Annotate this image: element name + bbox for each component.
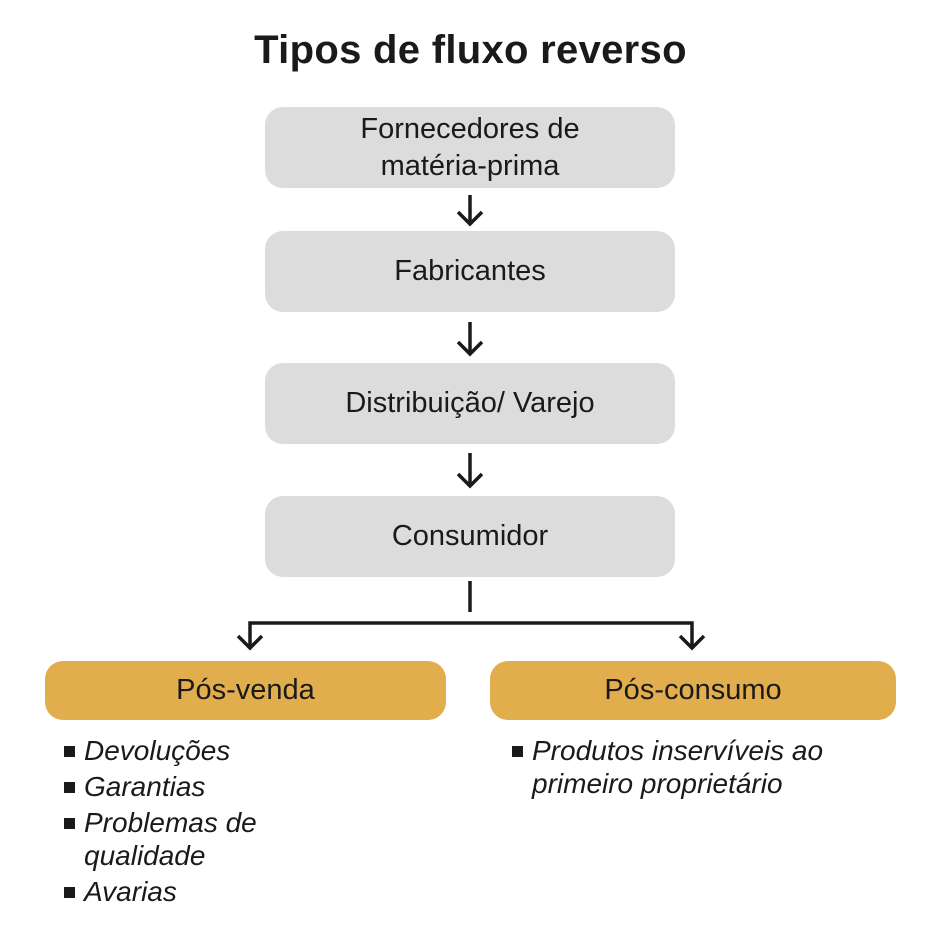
list-item: Produtos inservíveis ao primeiro proprie… (510, 734, 910, 800)
pos-venda-list: Devoluções Garantias Problemas de qualid… (62, 734, 352, 911)
node-fornecedores-line2: matéria-prima (380, 149, 560, 182)
node-pos-venda-label: Pós-venda (176, 674, 315, 707)
list-item: Problemas de qualidade (62, 806, 352, 872)
branch-consumidor-split (248, 581, 694, 648)
arrow-to-pos-venda (236, 634, 264, 651)
node-fornecedores-line1: Fornecedores de (360, 113, 580, 146)
diagram-title: Tipos de fluxo reverso (254, 28, 687, 72)
node-pos-consumo: Pós-consumo (490, 661, 896, 720)
arrow-fabricantes-to-distribuicao (456, 322, 484, 357)
arrow-distribuicao-to-consumidor (456, 453, 484, 489)
node-fabricantes: Fabricantes (265, 231, 675, 312)
node-fabricantes-label: Fabricantes (394, 255, 546, 288)
node-consumidor-label: Consumidor (391, 520, 549, 553)
node-distribuicao-varejo-label: Distribuição/ Varejo (345, 387, 595, 420)
arrow-fornecedores-to-fabricantes (456, 195, 484, 227)
list-item: Avarias (62, 875, 352, 908)
node-pos-consumo-label: Pós-consumo (604, 674, 782, 707)
node-consumidor: Consumidor (265, 496, 675, 577)
list-item: Devoluções (62, 734, 352, 767)
list-item: Garantias (62, 770, 352, 803)
node-fornecedores: Fornecedores de matéria-prima (265, 107, 675, 188)
pos-consumo-list: Produtos inservíveis ao primeiro proprie… (510, 734, 910, 803)
node-pos-venda: Pós-venda (45, 661, 446, 720)
node-distribuicao-varejo: Distribuição/ Varejo (265, 363, 675, 444)
arrow-to-pos-consumo (678, 634, 706, 651)
